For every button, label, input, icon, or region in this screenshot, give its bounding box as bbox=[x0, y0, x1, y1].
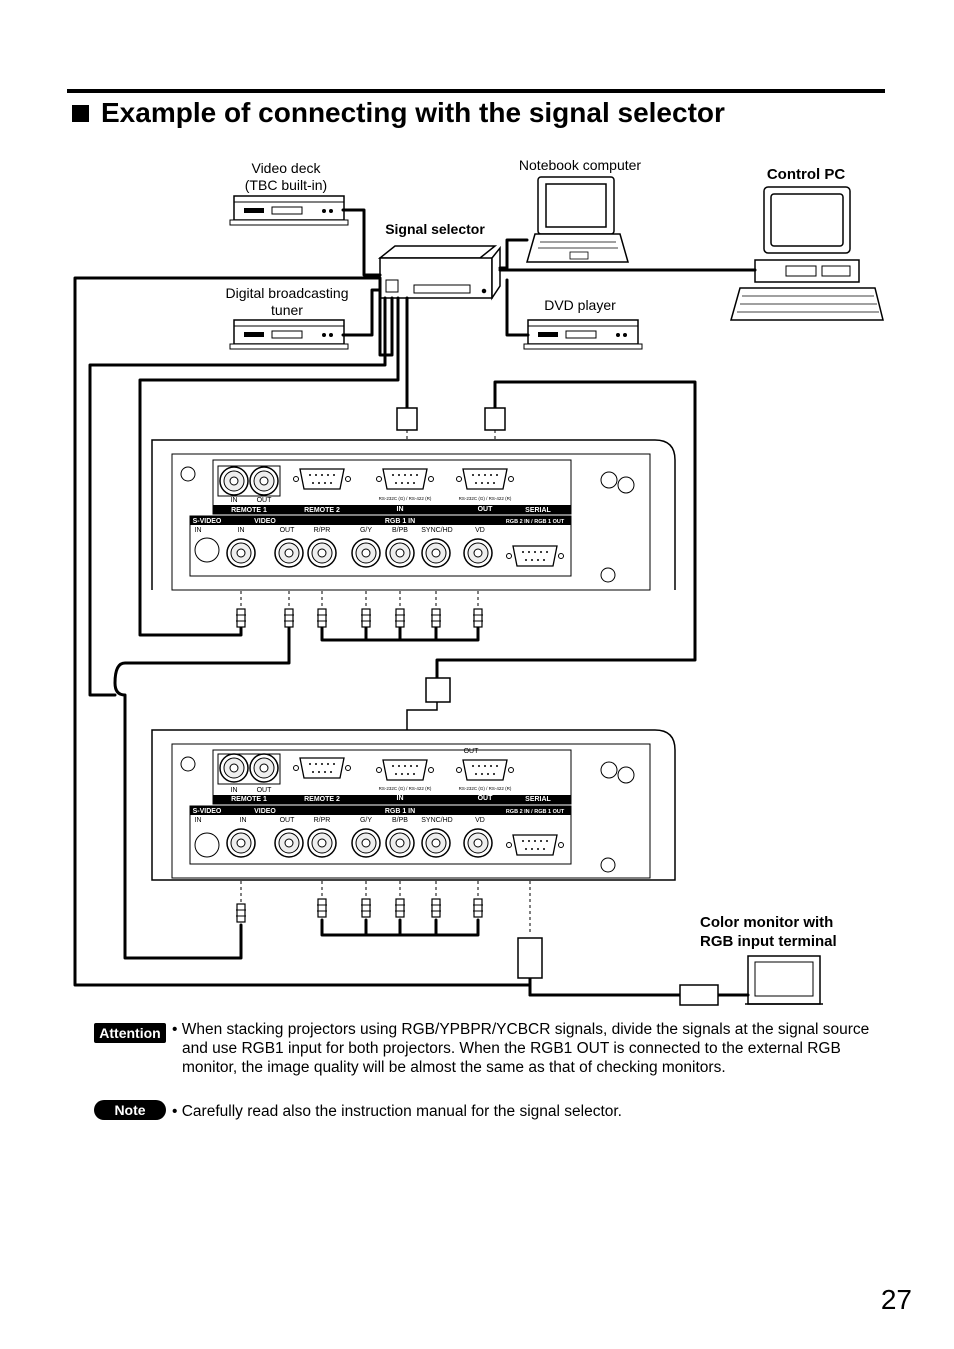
svg-text:OUT: OUT bbox=[478, 795, 494, 802]
svg-text:REMOTE 1: REMOTE 1 bbox=[231, 796, 267, 803]
serial-connector-out bbox=[484, 407, 506, 431]
bnc-plugs-1 bbox=[235, 608, 484, 628]
svg-text:IN: IN bbox=[195, 527, 202, 534]
svg-text:SYNC/HD: SYNC/HD bbox=[421, 817, 453, 824]
svg-text:VIDEO: VIDEO bbox=[254, 808, 276, 815]
page-heading: Example of connecting with the signal se… bbox=[72, 97, 725, 129]
serial-connector-in bbox=[396, 407, 418, 431]
rgb-out-connector bbox=[517, 937, 543, 979]
svg-text:OUT: OUT bbox=[478, 506, 494, 513]
svg-text:RS-232C (G) / RS-422 (R): RS-232C (G) / RS-422 (R) bbox=[459, 496, 512, 501]
svg-text:OUT: OUT bbox=[257, 497, 273, 504]
svg-text:R/PR: R/PR bbox=[314, 527, 331, 534]
svg-text:VIDEO: VIDEO bbox=[254, 518, 276, 525]
svg-text:RGB 2 IN / RGB 1 OUT: RGB 2 IN / RGB 1 OUT bbox=[506, 809, 565, 815]
control-pc-icon bbox=[730, 186, 884, 321]
svg-text:IN: IN bbox=[240, 817, 247, 824]
svg-text:IN: IN bbox=[238, 527, 245, 534]
svg-text:REMOTE 2: REMOTE 2 bbox=[304, 796, 340, 803]
bnc-plugs-2 bbox=[235, 898, 484, 923]
dvd-label: DVD player bbox=[544, 297, 616, 313]
note-text: • Carefully read also the instruction ma… bbox=[172, 1103, 622, 1120]
square-bullet-icon bbox=[72, 104, 89, 122]
monitor-connector bbox=[679, 984, 719, 1006]
page-title: Example of connecting with the signal se… bbox=[101, 97, 725, 128]
control-pc-label: Control PC bbox=[766, 166, 846, 183]
svg-text:VD: VD bbox=[475, 527, 485, 534]
svg-text:IN: IN bbox=[231, 497, 238, 504]
color-monitor-label: Color monitor with RGB input terminal bbox=[700, 914, 837, 950]
svg-text:IN: IN bbox=[231, 787, 238, 794]
svg-text:OUT: OUT bbox=[280, 817, 296, 824]
video-deck-icon bbox=[229, 195, 349, 226]
svg-text:IN: IN bbox=[397, 795, 404, 802]
svg-text:S-VIDEO: S-VIDEO bbox=[193, 808, 222, 815]
svg-text:SERIAL: SERIAL bbox=[525, 796, 551, 803]
svg-text:B/PB: B/PB bbox=[392, 817, 408, 824]
color-monitor-icon bbox=[745, 955, 823, 1005]
svg-text:G/Y: G/Y bbox=[360, 817, 372, 824]
notebook-computer-icon bbox=[526, 176, 629, 263]
svg-text:RGB 1 IN: RGB 1 IN bbox=[385, 518, 415, 525]
svg-text:RS-232C (G) / RS-422 (R): RS-232C (G) / RS-422 (R) bbox=[459, 786, 512, 791]
svg-text:IN: IN bbox=[195, 817, 202, 824]
projector-2-panel bbox=[151, 729, 676, 881]
video-deck-label: Video deck (TBC built-in) bbox=[244, 160, 328, 193]
notebook-label: Notebook computer bbox=[518, 157, 642, 173]
svg-text:G/Y: G/Y bbox=[360, 527, 372, 534]
svg-text:OUT: OUT bbox=[257, 787, 273, 794]
signal-selector-label: Signal selector bbox=[385, 221, 485, 237]
digital-tuner-icon bbox=[229, 319, 349, 350]
svg-text:SERIAL: SERIAL bbox=[525, 507, 551, 514]
attention-badge: Attention bbox=[94, 1023, 166, 1043]
svg-text:SYNC/HD: SYNC/HD bbox=[421, 527, 453, 534]
svg-text:OUT: OUT bbox=[464, 748, 480, 755]
svg-text:REMOTE 2: REMOTE 2 bbox=[304, 507, 340, 514]
page-number: 27 bbox=[880, 1284, 912, 1315]
svg-text:RS-232C (G) / RS-422 (R): RS-232C (G) / RS-422 (R) bbox=[379, 786, 432, 791]
svg-text:REMOTE 1: REMOTE 1 bbox=[231, 507, 267, 514]
serial-connector-link bbox=[425, 677, 451, 703]
svg-text:RGB 2 IN / RGB 1 OUT: RGB 2 IN / RGB 1 OUT bbox=[506, 519, 565, 525]
svg-text:R/PR: R/PR bbox=[314, 817, 331, 824]
top-rule bbox=[67, 89, 885, 93]
svg-text:IN: IN bbox=[397, 506, 404, 513]
tuner-label: Digital broadcasting tuner bbox=[225, 285, 349, 318]
attention-text: • When stacking projectors using RGB/YPB… bbox=[172, 1021, 870, 1076]
projector-1-panel bbox=[151, 439, 676, 591]
svg-text:B/PB: B/PB bbox=[392, 527, 408, 534]
svg-text:RGB 1 IN: RGB 1 IN bbox=[385, 808, 415, 815]
signal-selector-icon bbox=[377, 245, 501, 301]
svg-text:S-VIDEO: S-VIDEO bbox=[193, 518, 222, 525]
svg-text:RS-232C (G) / RS-422 (R): RS-232C (G) / RS-422 (R) bbox=[379, 496, 432, 501]
svg-text:OUT: OUT bbox=[280, 527, 296, 534]
dvd-player-icon bbox=[523, 319, 643, 350]
svg-text:VD: VD bbox=[475, 817, 485, 824]
note-badge: Note bbox=[94, 1100, 166, 1120]
